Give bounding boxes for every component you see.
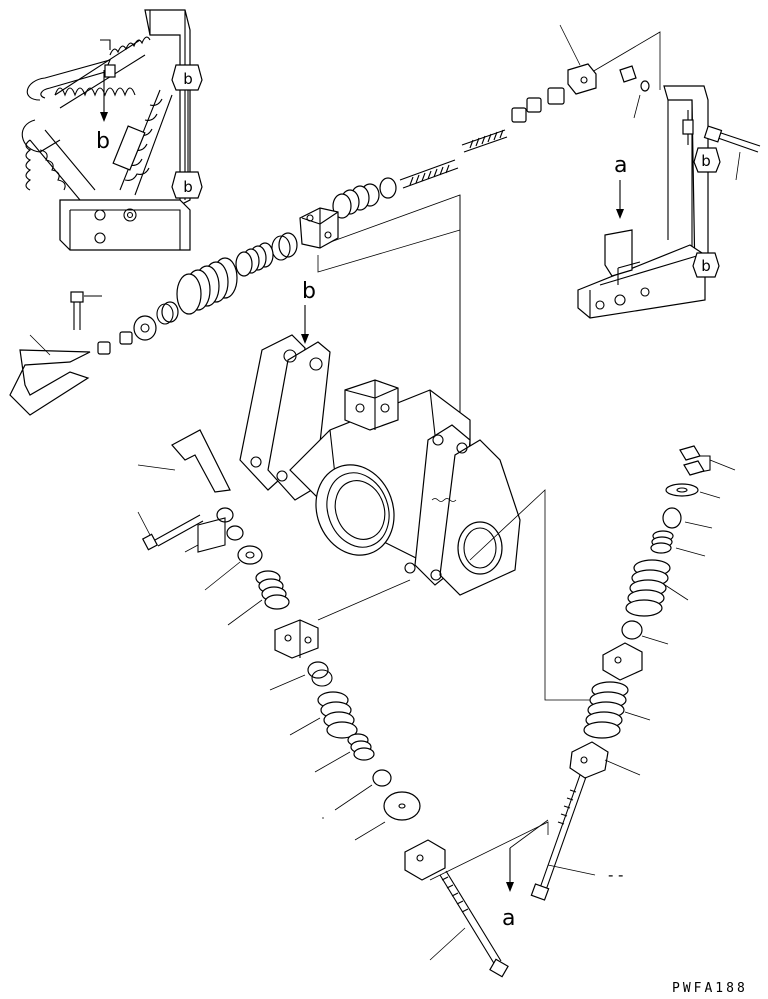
svg-text:b: b [183, 178, 193, 196]
svg-text:b: b [701, 152, 711, 170]
upper-spring-large [176, 257, 238, 315]
left-spring-2 [317, 691, 358, 739]
drawing-code: PWFA188 [672, 981, 748, 996]
left-spring-stack [137, 429, 509, 978]
main-housing [239, 195, 600, 701]
left-spring-3 [347, 733, 375, 761]
lower-coil-spring [25, 129, 96, 201]
upper-coil-spring [54, 36, 151, 109]
right-spring-1 [650, 530, 674, 554]
left-bracket-assembly: b b b [21, 9, 203, 251]
upper-rod-assembly: b [9, 24, 661, 470]
ref-letter-a-bottom: a [502, 906, 515, 931]
right-spring-2 [625, 559, 671, 617]
right-bracket-assembly: b b a [577, 85, 761, 319]
dash-mark-1: - [608, 866, 613, 884]
right-spring-stack: - - a [429, 445, 736, 931]
ref-letter-b-center: b [302, 279, 316, 304]
diagonal-coil-spring [112, 89, 173, 196]
dash-mark-2: - [618, 866, 623, 884]
upper-spring-medium [235, 242, 274, 277]
ref-letter-a-top: a [614, 153, 627, 178]
svg-text:b: b [701, 257, 711, 275]
svg-text:b: b [183, 70, 193, 88]
left-spring-1 [255, 570, 290, 610]
upper-spring-small [332, 177, 397, 219]
right-spring-3 [583, 681, 629, 739]
ref-letter-b-top: b [96, 129, 110, 154]
